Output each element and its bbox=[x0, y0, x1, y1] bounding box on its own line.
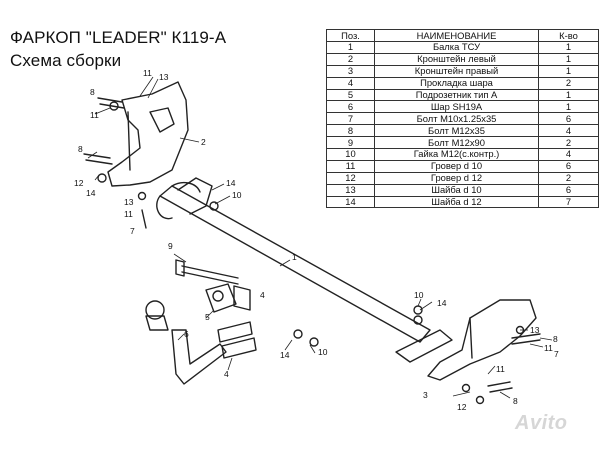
table-header-row: Поз. НАИМЕНОВАНИЕ К-во bbox=[326, 29, 599, 42]
callout-1: 1 bbox=[292, 252, 297, 262]
diagram-title: ФАРКОП "LEADER" К119-А bbox=[10, 28, 227, 47]
callout-5: 5 bbox=[205, 312, 210, 322]
callout-13-b: 13 bbox=[124, 197, 134, 207]
right-bracket-shape bbox=[427, 299, 537, 381]
header-pos: Поз. bbox=[326, 29, 375, 42]
cell-name: Шайба d 12 bbox=[374, 195, 539, 209]
cell-name: Прокладка шара bbox=[374, 76, 539, 90]
cell-pos: 1 bbox=[326, 41, 375, 54]
callout-10-b: 10 bbox=[318, 347, 328, 357]
cell-name: Шар SH19A bbox=[374, 100, 539, 114]
callout-8-c: 8 bbox=[553, 334, 558, 344]
callout-2: 2 bbox=[201, 137, 206, 147]
callout-13-a: 13 bbox=[159, 72, 169, 82]
callout-11-a: 11 bbox=[143, 68, 152, 78]
avito-watermark: Avito bbox=[515, 412, 568, 434]
cell-name: Гровер d 10 bbox=[374, 159, 539, 173]
callout-7-a: 7 bbox=[130, 226, 135, 236]
cell-name: Балка ТСУ bbox=[374, 41, 539, 54]
callout-14-c: 14 bbox=[280, 350, 290, 360]
callout-9: 9 bbox=[168, 241, 173, 251]
cell-qty: 2 bbox=[538, 171, 599, 185]
cell-pos: 9 bbox=[326, 136, 375, 150]
cell-pos: 7 bbox=[326, 112, 375, 126]
callout-8-b: 8 bbox=[78, 144, 83, 154]
cell-name: Кронштейн правый bbox=[374, 64, 539, 78]
callout-11-c: 11 bbox=[124, 209, 133, 219]
cell-pos: 10 bbox=[326, 148, 375, 161]
cell-qty: 1 bbox=[538, 52, 599, 66]
callout-4-a: 4 bbox=[260, 290, 265, 300]
cell-name: Кронштейн левый bbox=[374, 52, 539, 66]
cell-pos: 11 bbox=[326, 159, 375, 173]
cell-qty: 6 bbox=[538, 159, 599, 173]
beam-shape bbox=[159, 185, 431, 343]
cell-qty: 2 bbox=[538, 136, 599, 150]
callout-14-d: 14 bbox=[437, 298, 447, 308]
header-qty: К-во bbox=[538, 29, 599, 42]
callout-14-a: 14 bbox=[226, 178, 236, 188]
cell-qty: 4 bbox=[538, 124, 599, 138]
cell-name: Гайка М12(с.контр.) bbox=[374, 148, 539, 161]
cell-qty: 1 bbox=[538, 41, 599, 54]
cell-qty: 1 bbox=[538, 100, 599, 114]
callout-12-a: 12 bbox=[74, 178, 84, 188]
cell-name: Подрозетник тип А bbox=[374, 88, 539, 102]
cell-name: Болт М12х35 bbox=[374, 124, 539, 138]
cell-name: Гровер d 12 bbox=[374, 171, 539, 185]
callout-4-b: 4 bbox=[224, 369, 229, 379]
cell-qty: 1 bbox=[538, 88, 599, 102]
cell-name: Болт М12х90 bbox=[374, 136, 539, 150]
callout-8-a: 8 bbox=[90, 87, 95, 97]
diagram-subtitle: Схема сборки bbox=[10, 51, 122, 70]
cell-pos: 3 bbox=[326, 64, 375, 78]
cell-pos: 12 bbox=[326, 171, 375, 185]
cell-name: Шайба d 10 bbox=[374, 183, 539, 197]
cell-qty: 6 bbox=[538, 183, 599, 197]
callout-3: 3 bbox=[423, 390, 428, 400]
callout-10-c: 10 bbox=[414, 290, 424, 300]
cell-pos: 6 bbox=[326, 100, 375, 114]
cell-name: Болт М10х1.25х35 bbox=[374, 112, 539, 126]
cell-pos: 8 bbox=[326, 124, 375, 138]
cell-qty: 4 bbox=[538, 148, 599, 161]
cell-pos: 14 bbox=[326, 195, 375, 209]
header-name: НАИМЕНОВАНИЕ bbox=[374, 29, 539, 42]
callout-11-d: 11 bbox=[544, 343, 553, 353]
cell-qty: 1 bbox=[538, 64, 599, 78]
cell-qty: 2 bbox=[538, 76, 599, 90]
callout-7-b: 7 bbox=[554, 349, 559, 359]
cell-pos: 4 bbox=[326, 76, 375, 90]
callout-14-b: 14 bbox=[86, 188, 96, 198]
cell-pos: 2 bbox=[326, 52, 375, 66]
callout-11-b: 11 bbox=[90, 110, 99, 120]
cell-qty: 6 bbox=[538, 112, 599, 126]
cell-qty: 7 bbox=[538, 195, 599, 209]
cell-pos: 13 bbox=[326, 183, 375, 197]
cell-pos: 5 bbox=[326, 88, 375, 102]
callout-10-a: 10 bbox=[232, 190, 242, 200]
left-bracket-shape bbox=[107, 81, 189, 187]
callout-12-b: 12 bbox=[457, 402, 467, 412]
callout-6: 6 bbox=[184, 329, 189, 339]
callout-13-c: 13 bbox=[530, 325, 540, 335]
callout-8-d: 8 bbox=[513, 396, 518, 406]
callout-11-e: 11 bbox=[496, 364, 505, 374]
